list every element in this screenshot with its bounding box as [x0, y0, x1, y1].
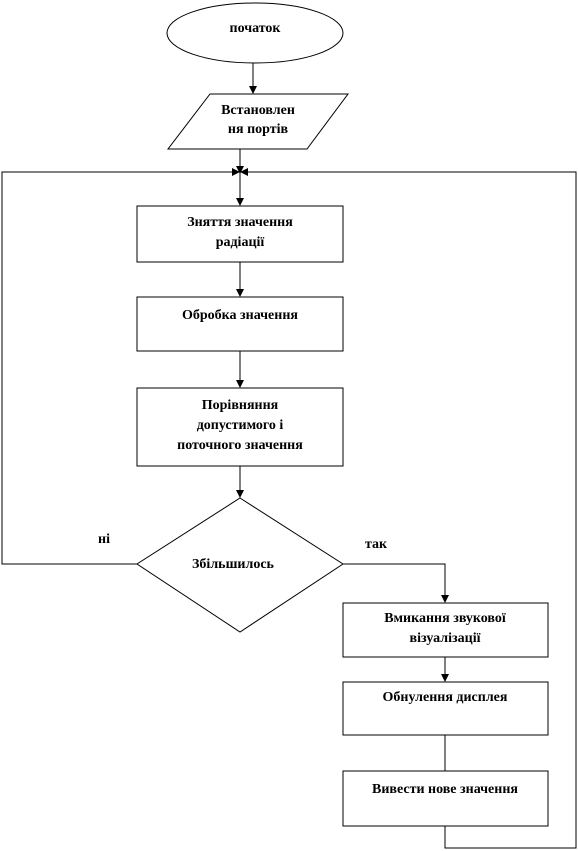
arrowhead: [232, 168, 240, 176]
ports-label-line2: ня портів: [228, 122, 289, 137]
arrowhead: [240, 168, 248, 176]
compare-node: Порівняння допустимого і поточного значе…: [136, 387, 344, 467]
start-node: початок: [166, 2, 344, 64]
arrowhead: [249, 86, 257, 94]
ports-node: Встановлен ня портів: [166, 93, 349, 150]
compare-label-line3: поточного значення: [177, 438, 303, 453]
no-branch-label: ні: [98, 532, 110, 547]
connector-decision-sound: [343, 563, 446, 596]
connectors: [1, 63, 577, 849]
sound-label-line2: візуалізації: [410, 631, 481, 646]
arrowhead: [236, 380, 244, 388]
arrowhead: [236, 490, 244, 498]
output-label: Вивести нове значення: [372, 782, 518, 797]
arrowhead: [236, 198, 244, 206]
read-node: Зняття значення радіації: [136, 205, 344, 263]
read-label-line1: Зняття значення: [187, 215, 293, 230]
output-node: Вивести нове значення: [342, 770, 549, 827]
reset-label: Обнулення дисплея: [383, 690, 508, 705]
reset-node: Обнулення дисплея: [342, 681, 549, 736]
arrowhead: [236, 166, 244, 174]
arrowhead: [236, 289, 244, 297]
sound-label-line1: Вмикання звукової: [384, 611, 506, 626]
process-node: Обробка значення: [136, 296, 344, 352]
sound-node: Вмикання звукової візуалізації: [342, 602, 549, 658]
compare-label-line2: допустимого і: [197, 418, 284, 433]
decision-node: Збільшилось: [136, 497, 344, 633]
yes-branch-label: так: [365, 537, 388, 552]
decision-label: Збільшилось: [192, 557, 274, 572]
arrowhead: [441, 674, 449, 682]
loop-return: [248, 171, 577, 849]
loop-no-branch: [1, 171, 232, 565]
ports-label-line1: Встановлен: [221, 103, 295, 118]
compare-label-line1: Порівняння: [202, 398, 279, 413]
read-label-line2: радіації: [216, 235, 265, 250]
start-label: початок: [230, 21, 282, 36]
process-label: Обробка значення: [182, 308, 298, 323]
arrowhead: [441, 595, 449, 603]
